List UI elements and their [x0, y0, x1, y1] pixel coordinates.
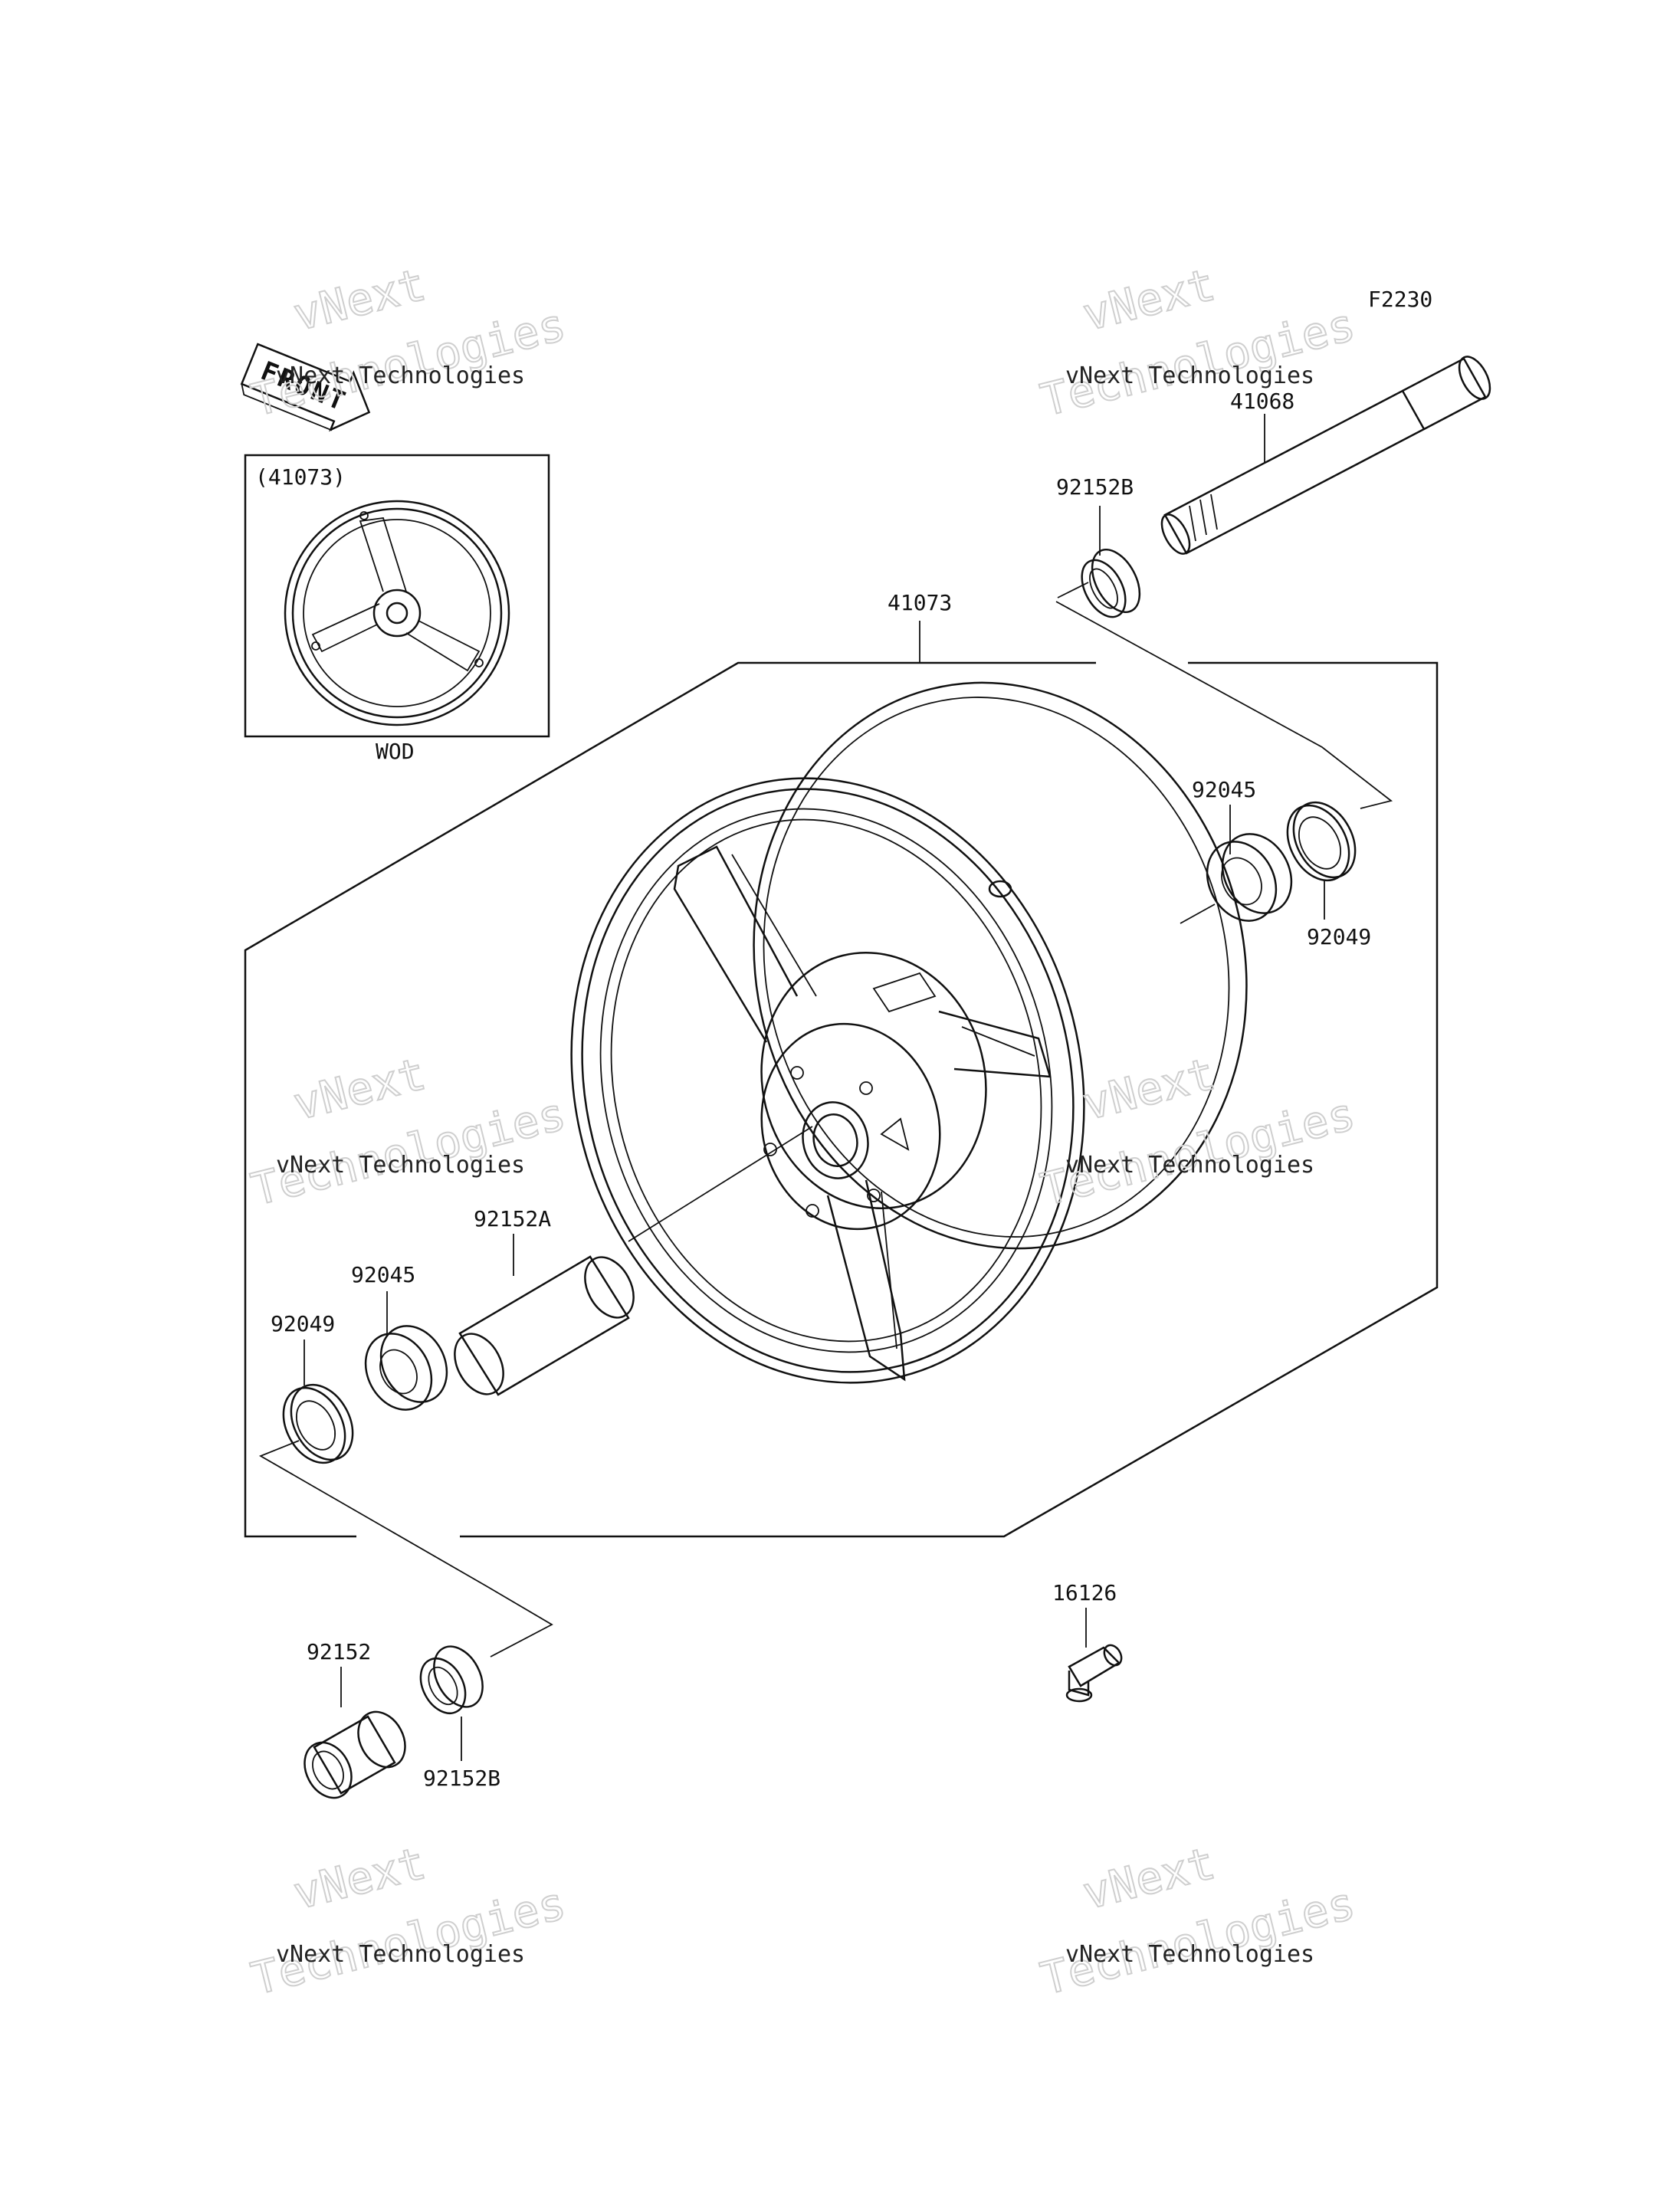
svg-text:vNext: vNext [288, 1837, 431, 1920]
svg-text:vNext Technologies: vNext Technologies [276, 362, 525, 389]
label-valve: 16126 [1052, 1580, 1117, 1605]
main-wheel-part [570, 681, 1248, 1384]
inset-ref-label: (41073) [255, 464, 346, 490]
watermark: vNext Technologies vNext Technologies [245, 257, 571, 428]
axle-part [1160, 356, 1491, 555]
spacer-inner-part [454, 1255, 635, 1396]
label-seal-right: 92049 [1307, 924, 1371, 949]
assembly-outline [244, 661, 1439, 1538]
svg-text:vNext: vNext [1078, 1837, 1220, 1920]
watermark: vNext Technologies vNext Technologies [1035, 1836, 1360, 2006]
seal-left-part [282, 1383, 354, 1464]
collar-top-part [1081, 549, 1141, 618]
svg-text:vNext Technologies: vNext Technologies [1065, 1941, 1314, 1968]
svg-text:vNext Technologies: vNext Technologies [1065, 1152, 1314, 1179]
valve-part [1065, 1644, 1123, 1703]
svg-text:vNext: vNext [288, 1048, 431, 1130]
seal-right-part [1286, 801, 1357, 882]
watermark: vNext Technologies vNext Technologies [1035, 1047, 1360, 1217]
label-collar-bottom: 92152 [307, 1639, 371, 1664]
inset-wheel-icon [284, 500, 510, 726]
collar-bottom-part [304, 1710, 406, 1799]
label-spacer-inner: 92152A [474, 1206, 551, 1231]
svg-text:vNext: vNext [288, 258, 431, 341]
svg-text:vNext Technologies: vNext Technologies [276, 1152, 525, 1179]
bearing-left-part [364, 1325, 448, 1411]
label-collar-top: 92152B [1056, 474, 1134, 500]
label-axle: 41068 [1230, 389, 1294, 414]
label-seal-left: 92049 [271, 1311, 335, 1336]
diagram-code: F2230 [1368, 287, 1432, 312]
collar-bottom-b-part [419, 1645, 484, 1714]
bearing-right-part [1206, 833, 1293, 922]
label-bearing-left: 92045 [351, 1262, 415, 1287]
watermark: vNext Technologies vNext Technologies [1035, 257, 1360, 428]
svg-text:vNext Technologies: vNext Technologies [1065, 362, 1314, 389]
svg-text:vNext Technologies: vNext Technologies [276, 1941, 525, 1968]
label-bearing-right: 92045 [1192, 777, 1256, 802]
label-collar-bottom-b: 92152B [423, 1766, 500, 1791]
label-wheel: 41073 [888, 590, 952, 615]
watermark: vNext Technologies vNext Technologies [245, 1836, 571, 2006]
inset-box: (41073) WOD [244, 454, 550, 764]
inset-caption: WOD [376, 739, 415, 764]
svg-text:vNext: vNext [1078, 258, 1220, 341]
